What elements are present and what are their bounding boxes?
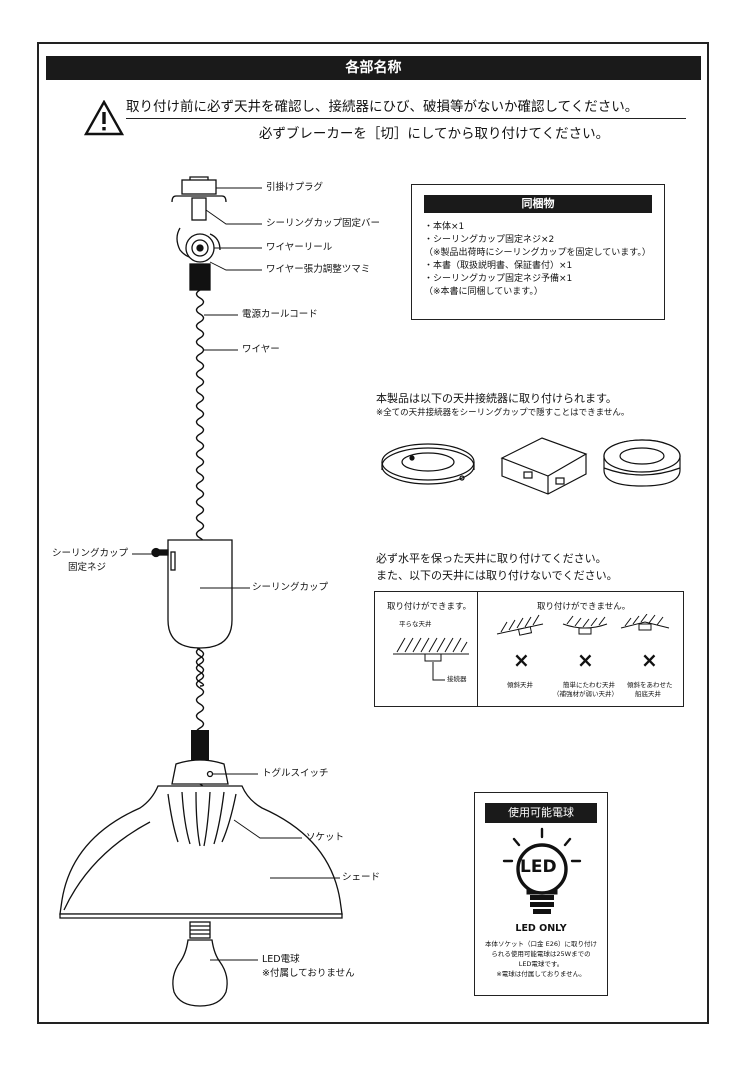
led-bulb-icon — [502, 827, 582, 914]
contents-item: ・シーリングカップ固定ネジ×2 — [424, 235, 555, 245]
label-ceiling-cup: シーリングカップ — [252, 582, 329, 593]
hook-plug-shape — [171, 176, 227, 203]
led-logo-text: LED — [520, 857, 557, 877]
round-connector-icon — [381, 443, 475, 485]
contents-item: （※本書に同梱しています。） — [424, 287, 543, 297]
ceiling-check-divider — [477, 592, 479, 706]
contents-item: ・本書（取扱説明書、保証書付）×1 — [424, 261, 573, 271]
page-title: 各部名称 — [46, 56, 701, 80]
connectors-line-2: ※全ての天井接続器をシーリングカップで隠すことはできません。 — [376, 408, 630, 418]
ceiling-cup-shape — [151, 539, 233, 649]
ng-label-flexible-note: （補強材が弱い天井） — [553, 690, 618, 698]
lamp-diagram — [59, 176, 343, 1007]
led-only-label: LED ONLY — [515, 923, 567, 934]
label-curl-cord: 電源カールコード — [242, 309, 318, 320]
label-shade: シェード — [342, 872, 381, 883]
label-wire: ワイヤー — [242, 344, 280, 355]
contents-item: （※製品出荷時にシーリングカップを固定しています。） — [424, 248, 651, 258]
ng-x-mark: × — [577, 648, 594, 672]
flat-ceiling-label: 平らな天井 — [399, 620, 432, 628]
level-line-2: また、以下の天井には取り付けないでください。 — [376, 569, 618, 582]
connectors-line-1: 本製品は以下の天井接続器に取り付けられます。 — [376, 392, 617, 405]
label-socket: ソケット — [306, 832, 345, 843]
warning-line-1: 取り付け前に必ず天井を確認し、接続器にひび、破損等がないか確認してください。 — [126, 98, 686, 119]
square-connector-icon — [500, 437, 588, 495]
label-hook-plug: 引掛けプラグ — [266, 182, 324, 193]
cylinder-connector-icon — [603, 439, 681, 487]
ng-label-boat-1: 傾斜をあわせた — [627, 681, 673, 689]
label-cup-screw-1: シーリングカップ — [52, 548, 129, 559]
usable-bulb-description: 本体ソケット（口金 E26）に取り付け られる使用可能電球は25Wまでの LED… — [475, 939, 607, 979]
connector-illustrations — [381, 437, 681, 495]
usable-bulb-desc-line: 本体ソケット（口金 E26）に取り付け — [485, 940, 597, 948]
ng-label-flexible: 簡単にたわむ天井 — [563, 681, 615, 689]
cord-sleeve — [191, 730, 209, 762]
ng-label-boat-2: 船底天井 — [635, 690, 661, 698]
contents-list: ・本体×1 ・シーリングカップ固定ネジ×2 （※製品出荷時にシーリングカップを固… — [424, 221, 651, 299]
wire-reel-shape — [176, 197, 221, 291]
label-toggle-switch: トグルスイッチ — [262, 768, 329, 779]
label-bulb-note: ※付属しておりません — [262, 968, 355, 979]
ok-heading: 取り付けができます。 — [387, 602, 472, 612]
label-wire-reel: ワイヤーリール — [266, 242, 333, 253]
usable-bulb-heading: 使用可能電球 — [485, 803, 597, 823]
ng-x-mark: × — [641, 648, 658, 672]
label-tension-knob: ワイヤー張力調整ツマミ — [266, 264, 371, 275]
usable-bulb-desc-line: られる使用可能電球は25Wまでの — [491, 950, 591, 958]
contents-item: ・本体×1 — [424, 222, 465, 232]
usable-bulb-desc-line: LED電球です。 — [518, 960, 564, 968]
label-cup-bar: シーリングカップ固定バー — [266, 218, 381, 229]
level-line-1: 必ず水平を保った天井に取り付けてください。 — [376, 552, 607, 565]
warning-icon — [84, 100, 124, 136]
label-cup-screw-2: 固定ネジ — [68, 562, 107, 573]
ng-heading: 取り付けができません。 — [537, 602, 631, 612]
ng-label-slope: 傾斜天井 — [507, 681, 533, 689]
warning-line-2: 必ずブレーカーを［切］にしてから取り付けてください。 — [258, 126, 610, 142]
flat-ceiling-icon — [393, 637, 469, 681]
connector-label: 接続器 — [447, 675, 467, 683]
led-bulb-shape — [172, 921, 228, 1007]
contents-heading: 同梱物 — [424, 195, 652, 213]
page-frame — [37, 42, 709, 1024]
leader-lines — [132, 187, 340, 961]
ng-ceiling-icons — [496, 614, 670, 636]
shade-shape — [59, 759, 343, 919]
contents-item: ・シーリングカップ固定ネジ予備×1 — [424, 274, 573, 284]
usable-bulb-box: 使用可能電球 LED LED ONLY 本体ソケット（口金 E26）に取り付け … — [474, 792, 608, 996]
label-led-bulb: LED電球 — [262, 954, 300, 965]
usable-bulb-desc-line: ※電球は付属しておりません。 — [496, 970, 586, 978]
ceiling-check-box: 取り付けができます。 取り付けができません。 平らな天井 接続器 × × × 傾… — [374, 591, 684, 707]
ng-x-mark: × — [513, 648, 530, 672]
contents-box: 同梱物 ・本体×1 ・シーリングカップ固定ネジ×2 （※製品出荷時にシーリングカ… — [411, 184, 665, 320]
